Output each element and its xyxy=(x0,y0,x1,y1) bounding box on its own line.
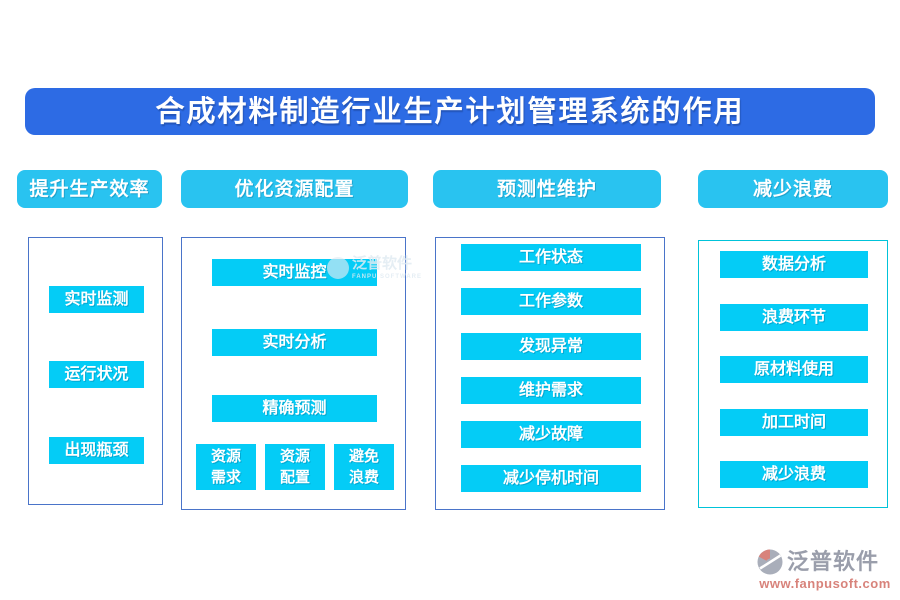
fanpu-logo-icon xyxy=(757,549,783,575)
column-header-resource: 优化资源配置 xyxy=(181,170,408,208)
footer-url: www.fanpusoft.com xyxy=(759,576,891,591)
list-item: 实时分析 xyxy=(212,329,377,356)
list-item: 运行状况 xyxy=(49,361,144,388)
list-item: 维护需求 xyxy=(461,377,641,404)
column-box-efficiency: 实时监测 运行状况 出现瓶颈 xyxy=(28,237,163,505)
page-title: 合成材料制造行业生产计划管理系统的作用 xyxy=(25,88,875,135)
footer-brand-block: 泛普软件 www.fanpusoft.com xyxy=(756,548,896,591)
sub-item-line: 需求 xyxy=(210,469,241,486)
list-item: 工作状态 xyxy=(461,244,641,271)
sub-item-line: 资源 xyxy=(279,448,310,465)
column-header-maintenance: 预测性维护 xyxy=(433,170,661,208)
sub-item-line: 浪费 xyxy=(348,469,379,486)
list-item: 减少浪费 xyxy=(720,461,868,488)
list-item: 数据分析 xyxy=(720,251,868,278)
list-item: 资源 需求 xyxy=(196,444,256,490)
list-item: 工作参数 xyxy=(461,288,641,315)
column-header-efficiency: 提升生产效率 xyxy=(17,170,162,208)
footer-brand-name: 泛普软件 xyxy=(787,549,880,574)
list-item: 避免 浪费 xyxy=(334,444,394,490)
column-box-waste: 数据分析 浪费环节 原材料使用 加工时间 减少浪费 xyxy=(698,240,888,508)
column-box-maintenance: 工作状态 工作参数 发现异常 维护需求 减少故障 减少停机时间 xyxy=(435,237,665,510)
sub-item-line: 避免 xyxy=(348,448,379,465)
column-header-waste: 减少浪费 xyxy=(698,170,888,208)
list-item: 减少停机时间 xyxy=(461,465,641,492)
list-item: 减少故障 xyxy=(461,421,641,448)
list-item: 原材料使用 xyxy=(720,356,868,383)
list-item: 实时监测 xyxy=(49,286,144,313)
sub-item-line: 资源 xyxy=(210,448,241,465)
list-item: 加工时间 xyxy=(720,409,868,436)
list-item: 实时监控 xyxy=(212,259,377,286)
list-item: 精确预测 xyxy=(212,395,377,422)
list-item: 发现异常 xyxy=(461,333,641,360)
sub-item-line: 配置 xyxy=(279,469,310,486)
column-box-resource: 实时监控 实时分析 精确预测 资源 需求 资源 配置 避免 浪费 xyxy=(181,237,406,510)
list-item: 浪费环节 xyxy=(720,304,868,331)
list-item: 资源 配置 xyxy=(265,444,325,490)
list-item: 出现瓶颈 xyxy=(49,437,144,464)
